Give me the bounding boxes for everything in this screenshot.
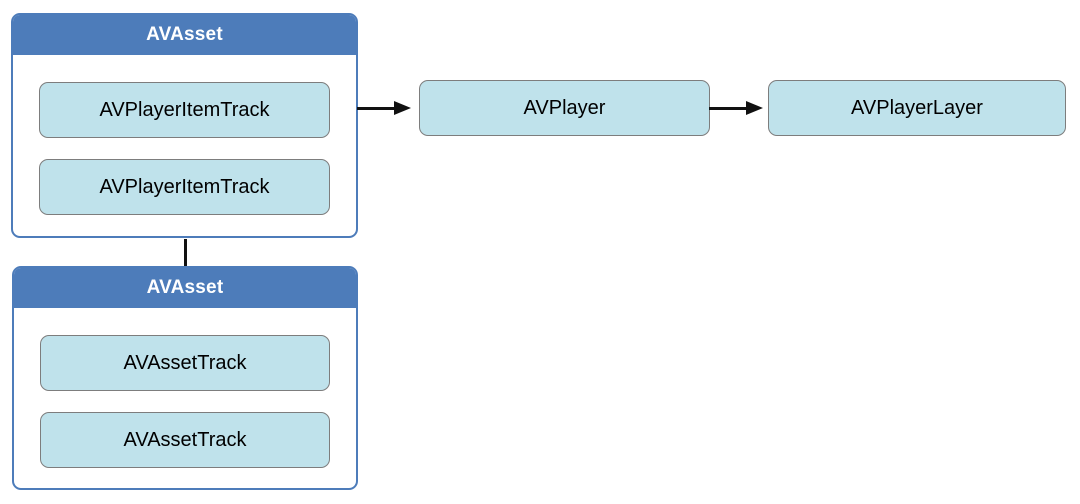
container-body: AVPlayerItemTrack AVPlayerItemTrack xyxy=(13,55,356,215)
container-header: AVAsset xyxy=(13,15,356,55)
node-avplayeritemtrack-2: AVPlayerItemTrack xyxy=(39,159,330,215)
container-header: AVAsset xyxy=(14,268,356,308)
node-label: AVAssetTrack xyxy=(123,351,247,374)
node-label: AVPlayerLayer xyxy=(851,96,983,119)
arrow-head-icon xyxy=(746,101,763,115)
arrow-shaft xyxy=(357,106,395,110)
node-label: AVPlayerItemTrack xyxy=(99,175,270,198)
container-avasset-bottom: AVAsset AVAssetTrack AVAssetTrack xyxy=(12,266,358,490)
arrow-head-icon xyxy=(394,101,411,115)
connector-asset-to-asset xyxy=(184,239,187,266)
container-avasset-top: AVAsset AVPlayerItemTrack AVPlayerItemTr… xyxy=(11,13,358,238)
node-avassettrack-1: AVAssetTrack xyxy=(40,335,330,391)
arrow-shaft xyxy=(709,106,747,110)
container-title: AVAsset xyxy=(146,24,223,45)
node-avassettrack-2: AVAssetTrack xyxy=(40,412,330,468)
node-avplayerlayer: AVPlayerLayer xyxy=(768,80,1066,136)
arrow-avplayer-to-avplayerlayer xyxy=(709,101,763,115)
node-avplayeritemtrack-1: AVPlayerItemTrack xyxy=(39,82,330,138)
container-title: AVAsset xyxy=(146,277,224,298)
node-avplayer: AVPlayer xyxy=(419,80,710,136)
node-label: AVPlayerItemTrack xyxy=(99,98,270,121)
node-label: AVPlayer xyxy=(523,96,606,119)
container-body: AVAssetTrack AVAssetTrack xyxy=(14,308,356,468)
node-label: AVAssetTrack xyxy=(123,428,247,451)
arrow-asset-to-avplayer xyxy=(357,101,411,115)
